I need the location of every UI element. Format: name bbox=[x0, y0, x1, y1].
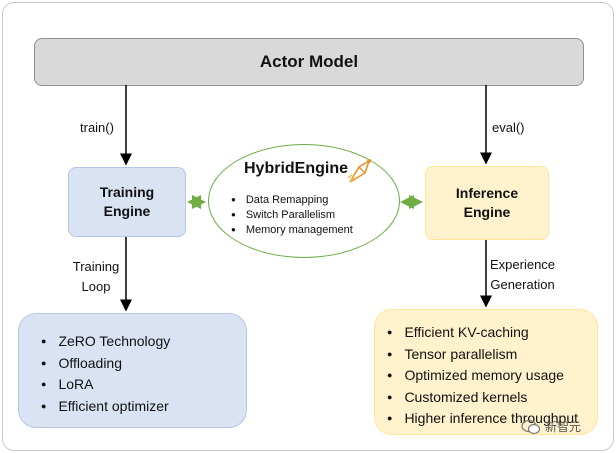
list-item: Optimized memory usage bbox=[387, 366, 578, 388]
list-item: Offloading bbox=[41, 354, 170, 376]
watermark-text: 新智元 bbox=[545, 420, 582, 434]
eval-label: eval() bbox=[492, 120, 525, 135]
list-item: Customized kernels bbox=[387, 388, 578, 410]
experience-generation-label: Experience Generation bbox=[490, 257, 556, 292]
hybrid-engine-list: Data Remapping Switch Parallelism Memory… bbox=[231, 193, 353, 238]
list-item: Switch Parallelism bbox=[231, 208, 353, 223]
training-engine-box: Training Engine bbox=[68, 167, 186, 237]
list-item: Tensor parallelism bbox=[387, 345, 578, 367]
watermark: 新智元 bbox=[521, 418, 581, 435]
wechat-icon bbox=[521, 419, 541, 434]
train-label: train() bbox=[80, 120, 114, 135]
list-item: ZeRO Technology bbox=[41, 332, 170, 354]
list-item: Memory management bbox=[231, 223, 353, 238]
inference-features-box: Efficient KV-caching Tensor parallelism … bbox=[374, 309, 598, 435]
rocket-icon bbox=[347, 159, 371, 183]
actor-model-label: Actor Model bbox=[259, 52, 359, 71]
training-loop-label: Training Loop bbox=[72, 259, 120, 294]
list-item: Efficient optimizer bbox=[41, 397, 170, 419]
hybrid-engine-ellipse: HybridEngine Data Remapping Switch Paral… bbox=[208, 144, 400, 258]
list-item: Data Remapping bbox=[231, 193, 353, 208]
inference-features-list: Efficient KV-caching Tensor parallelism … bbox=[387, 323, 578, 431]
training-features-box: ZeRO Technology Offloading LoRA Efficien… bbox=[18, 313, 247, 428]
list-item: Efficient KV-caching bbox=[387, 323, 578, 345]
inference-engine-box: Inference Engine bbox=[425, 166, 549, 240]
hybrid-engine-title: HybridEngine bbox=[244, 160, 349, 177]
list-item: LoRA bbox=[41, 375, 170, 397]
actor-model-box: Actor Model bbox=[34, 38, 584, 86]
training-features-list: ZeRO Technology Offloading LoRA Efficien… bbox=[41, 332, 170, 418]
